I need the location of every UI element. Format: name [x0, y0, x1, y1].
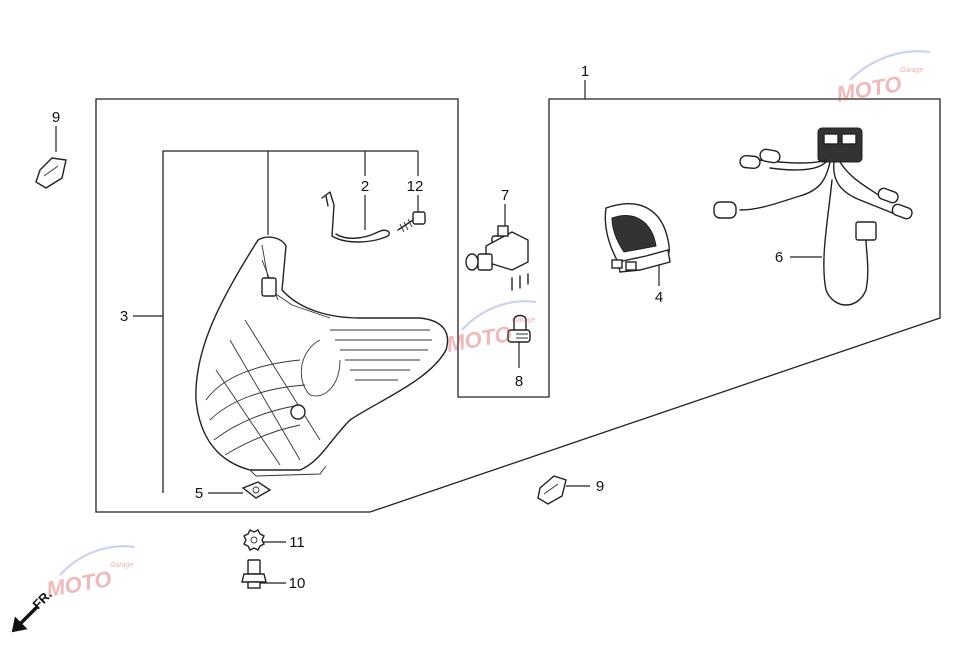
headlight-bulb — [465, 225, 529, 291]
callout-1: 1 — [581, 63, 589, 80]
callout-6: 6 — [775, 249, 783, 266]
callout-2: 2 — [361, 178, 369, 195]
watermark-sub-text: Garage — [900, 67, 923, 74]
headlight-housing — [195, 236, 449, 477]
svg-text:MOTO: MOTO — [45, 566, 114, 602]
dust-cover — [604, 203, 671, 273]
wire-clamp-top — [35, 157, 67, 189]
callout-9-middle: 9 — [596, 478, 604, 495]
svg-text:MOTO: MOTO — [445, 321, 514, 357]
callout-12: 12 — [407, 178, 424, 195]
bolt — [241, 559, 267, 589]
wire-clip — [321, 191, 390, 243]
screw — [397, 211, 426, 233]
inner-bracket-frame — [162, 150, 418, 493]
callout-4: 4 — [655, 289, 663, 306]
watermark-logo-text: MOTO — [835, 71, 904, 107]
callout-10: 10 — [289, 575, 306, 592]
callout-3: 3 — [120, 308, 128, 325]
callout-5: 5 — [195, 485, 203, 502]
wire-clamp-middle — [537, 475, 567, 505]
watermark-bottom-left: MOTO Garage — [45, 545, 135, 602]
clip-nut — [241, 481, 272, 499]
callout-8: 8 — [515, 373, 523, 390]
svg-text:Garage: Garage — [110, 562, 133, 569]
assembly-frame-left — [95, 98, 941, 513]
front-arrow-icon — [11, 606, 38, 633]
callout-7: 7 — [501, 187, 509, 204]
callout-9-top: 9 — [52, 109, 60, 126]
wiring-harness — [713, 127, 913, 306]
callout-11: 11 — [289, 534, 305, 551]
svg-text:Garage: Garage — [512, 317, 535, 324]
position-bulb — [507, 314, 531, 343]
lock-washer — [243, 529, 265, 551]
